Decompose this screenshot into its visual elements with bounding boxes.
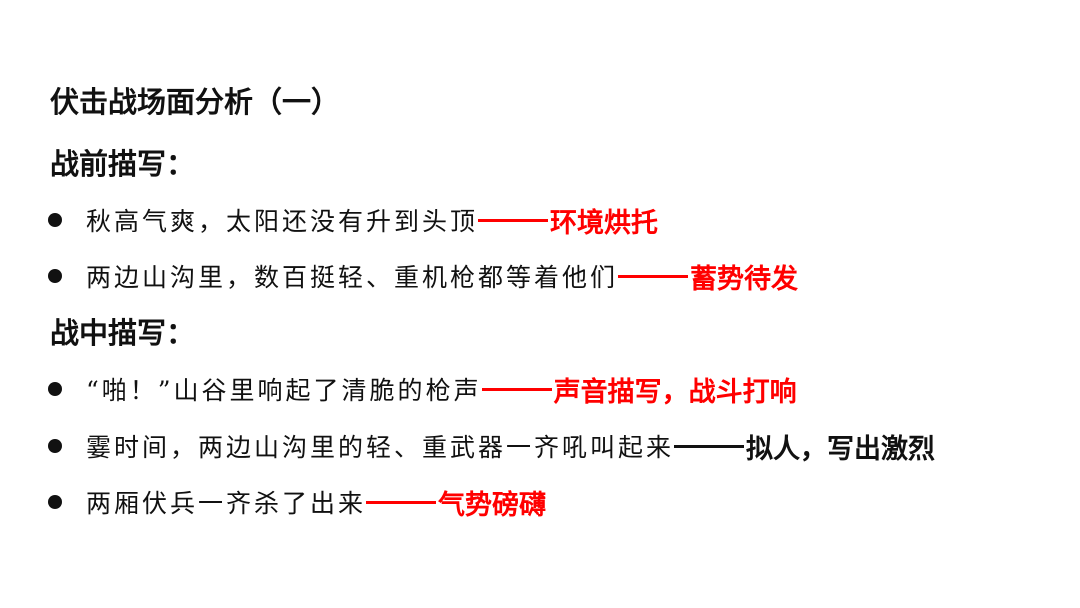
item-text: 两厢伏兵一齐杀了出来 [86,489,367,518]
item-text: 霎时间，两边山沟里的轻、重武器一齐吼叫起来 [86,433,675,462]
section-heading-before-battle: 战前描写： [50,147,196,181]
dash-separator [618,274,689,278]
item-annotation: 声音描写，战斗打响 [553,376,797,408]
item-annotation: 环境烘托 [550,207,659,239]
bullet-icon [48,382,62,396]
bullet-icon [48,269,62,283]
bullet-icon [48,439,62,453]
item-annotation: 拟人，写出激烈 [746,433,936,465]
list-item: 两边山沟里，数百挺轻、重机枪都等着他们 蓄势待发 [48,256,798,296]
slide-title: 伏击战场面分析（一） [50,85,341,119]
dash-separator [478,218,549,222]
item-text: “啪！”山谷里响起了清脆的枪声 [86,376,482,405]
item-text: 秋高气爽，太阳还没有升到头顶 [86,207,479,236]
dash-separator [366,500,437,504]
list-item: 两厢伏兵一齐杀了出来 气势磅礴 [48,482,546,522]
bullet-icon [48,495,62,509]
dash-separator [674,444,745,448]
dash-separator [481,387,552,391]
item-text: 两边山沟里，数百挺轻、重机枪都等着他们 [86,263,619,292]
bullet-icon [48,213,62,227]
section-heading-during-battle: 战中描写： [50,316,196,350]
list-item: “啪！”山谷里响起了清脆的枪声 声音描写，战斗打响 [48,369,797,409]
list-item: 霎时间，两边山沟里的轻、重武器一齐吼叫起来 拟人，写出激烈 [48,426,935,466]
list-item: 秋高气爽，太阳还没有升到头顶 环境烘托 [48,200,658,240]
item-annotation: 气势磅礴 [438,489,547,521]
item-annotation: 蓄势待发 [690,263,799,295]
